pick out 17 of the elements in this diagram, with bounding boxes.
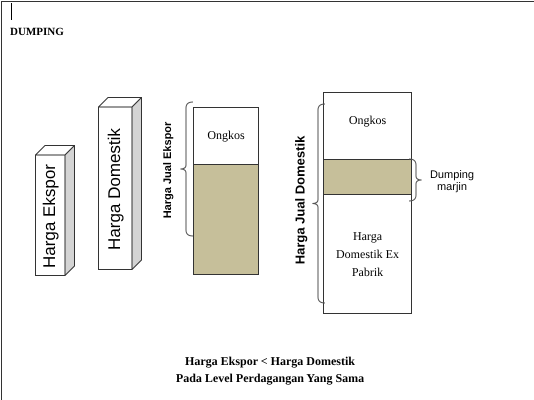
shaded-segment — [323, 159, 412, 195]
brace-label: Dumping marjin — [428, 169, 476, 193]
brace-label: Harga Jual Domestik — [292, 136, 308, 264]
segment-label: Ongkos — [348, 112, 388, 129]
shaded-segment — [193, 164, 259, 275]
column-label: Harga Ekspor — [40, 164, 60, 268]
segment-label: Harga Domestik Ex Pabrik — [335, 228, 400, 281]
bar-segment — [323, 194, 412, 314]
price-column-3d — [35, 145, 75, 276]
price-column-3d — [98, 97, 142, 270]
bar-segment — [193, 107, 259, 165]
title: DUMPING — [10, 26, 64, 38]
bar-segment — [323, 92, 412, 160]
caption: Harga Ekspor < Harga Domestik Pada Level Perdagangan Yang Sama — [174, 353, 366, 388]
column-label: Harga Domestik — [105, 128, 125, 250]
brace-label: Harga Jual Ekspor — [162, 122, 174, 218]
segment-label: Ongkos — [206, 127, 246, 144]
